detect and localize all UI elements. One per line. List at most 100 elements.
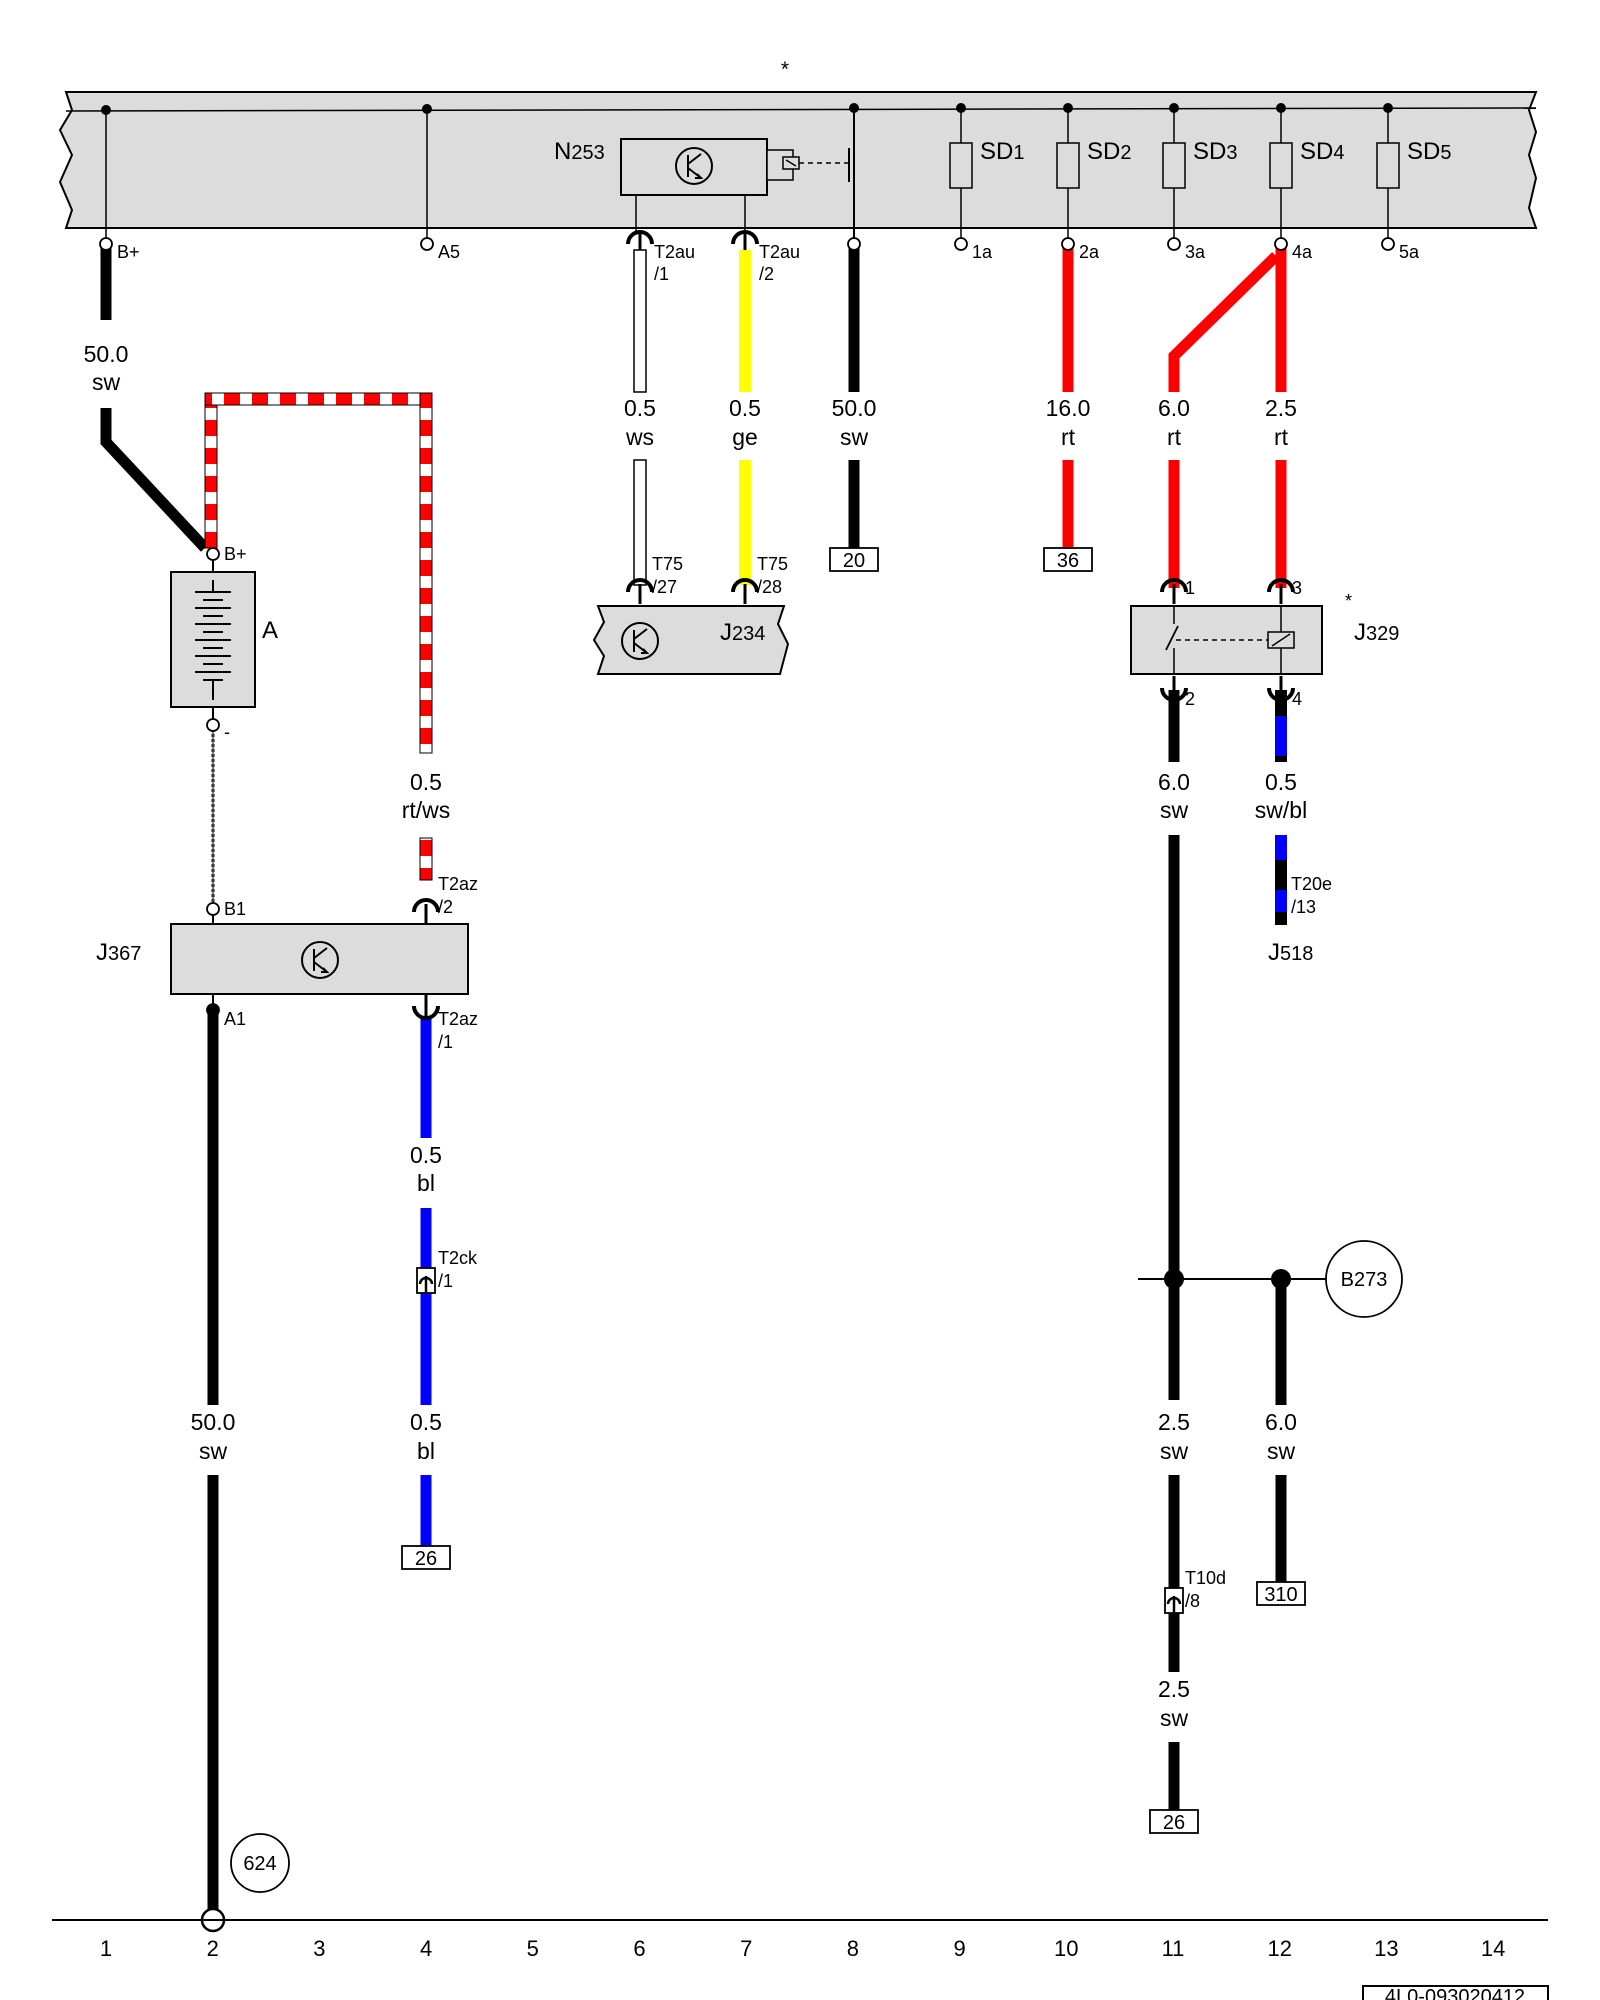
fuse-icon xyxy=(1056,142,1080,189)
n253-label: N xyxy=(554,138,571,165)
svg-text:T2az: T2az xyxy=(438,1009,478,1029)
terminal-a5: A5 xyxy=(438,242,460,262)
fuse-icon xyxy=(1269,142,1293,189)
svg-text:sw: sw xyxy=(840,424,869,450)
ref-36: 36 xyxy=(1057,550,1079,572)
svg-text:bl: bl xyxy=(417,1438,435,1464)
svg-text:T2ck: T2ck xyxy=(438,1248,478,1268)
fuse-icon xyxy=(949,142,973,189)
drawing-id-box: 4L0-093020412 xyxy=(1362,1985,1549,2000)
svg-text:16.0: 16.0 xyxy=(1046,395,1091,421)
svg-text:B1: B1 xyxy=(224,899,246,919)
svg-text:sw: sw xyxy=(1160,1438,1189,1464)
wire-labels: 50.0 sw 0.5 ws 0.5 ge 50.0 sw 16.0 rt 6.… xyxy=(84,341,1308,1731)
svg-text:0.5: 0.5 xyxy=(1265,769,1297,795)
svg-text:SD2: SD2 xyxy=(1087,138,1131,165)
svg-text:T2au: T2au xyxy=(654,242,695,262)
svg-text:ge: ge xyxy=(732,424,758,450)
svg-text:0.5: 0.5 xyxy=(729,395,761,421)
svg-text:0.5: 0.5 xyxy=(410,1409,442,1435)
column-number: 6 xyxy=(633,1936,645,1961)
svg-text:sw: sw xyxy=(199,1438,228,1464)
svg-text:J329: J329 xyxy=(1354,619,1399,646)
j234-label: J xyxy=(720,619,732,646)
svg-text:rt: rt xyxy=(1061,424,1076,450)
svg-text:6.0: 6.0 xyxy=(1265,1409,1297,1435)
column-number: 11 xyxy=(1162,1936,1185,1961)
n253-sub: 253 xyxy=(571,142,604,164)
svg-text:0.5: 0.5 xyxy=(624,395,656,421)
svg-text:50.0: 50.0 xyxy=(84,341,129,367)
battery-a: B+ A - xyxy=(170,544,278,742)
svg-text:/1: /1 xyxy=(438,1032,453,1052)
j518-label: J518 xyxy=(1268,939,1313,966)
svg-text:T75: T75 xyxy=(652,554,683,574)
column-number: 7 xyxy=(740,1936,752,1961)
svg-text:6.0: 6.0 xyxy=(1158,769,1190,795)
terminal-1a: 1a xyxy=(972,242,993,262)
svg-text:50.0: 50.0 xyxy=(191,1409,236,1435)
svg-text:0.5: 0.5 xyxy=(410,769,442,795)
svg-text:/2: /2 xyxy=(438,897,453,917)
box-note-asterisk: * xyxy=(781,58,789,81)
battery-label: A xyxy=(262,617,278,644)
svg-text:T75: T75 xyxy=(757,554,788,574)
n253-component: N253 xyxy=(554,108,855,244)
svg-text:/1: /1 xyxy=(654,264,669,284)
j329-component: 1 3 * J329 2 4 xyxy=(1130,578,1399,709)
connector-j329-1: 1 xyxy=(1160,578,1195,604)
ref-26a: 26 xyxy=(415,1548,437,1570)
svg-text:sw: sw xyxy=(92,369,121,395)
ref-26b: 26 xyxy=(1163,1812,1185,1834)
svg-text:/8: /8 xyxy=(1185,1591,1200,1611)
fuse-icon xyxy=(1376,142,1400,189)
svg-text:2: 2 xyxy=(1185,689,1195,709)
svg-text:4: 4 xyxy=(1292,689,1302,709)
svg-text:rt: rt xyxy=(1167,424,1182,450)
transistor-icon xyxy=(675,147,713,185)
svg-text:-: - xyxy=(224,722,230,742)
svg-text:N253: N253 xyxy=(554,138,605,165)
j367-component: B1 T2az /2 J367 A1 T2az /1 xyxy=(96,874,478,1052)
switch-icon xyxy=(1165,625,1179,651)
svg-text:2.5: 2.5 xyxy=(1158,1409,1190,1435)
column-number: 5 xyxy=(527,1936,539,1961)
svg-text:*: * xyxy=(1345,591,1352,611)
svg-text:sw: sw xyxy=(1267,1438,1296,1464)
svg-text:ws: ws xyxy=(625,424,654,450)
box-terminals: B+ A5 1a 2a 3a 4a 5a T2au /1 T2au /2 xyxy=(99,230,1420,284)
svg-text:/2: /2 xyxy=(759,264,774,284)
terminal-4a: 4a xyxy=(1292,242,1313,262)
column-number: 1 xyxy=(100,1936,112,1961)
j367-label: J xyxy=(96,939,108,966)
terminal-3a: 3a xyxy=(1185,242,1206,262)
column-number: 13 xyxy=(1374,1936,1398,1961)
connector-t2ck-1: T2ck /1 xyxy=(416,1248,478,1294)
svg-text:T20e: T20e xyxy=(1291,874,1332,894)
svg-text:/13: /13 xyxy=(1291,897,1316,917)
svg-text:J367: J367 xyxy=(96,939,141,966)
svg-text:A1: A1 xyxy=(224,1009,246,1029)
svg-text:bl: bl xyxy=(417,1170,435,1196)
svg-text:624: 624 xyxy=(243,1853,276,1875)
terminal-2a: 2a xyxy=(1079,242,1100,262)
svg-text:sw: sw xyxy=(1160,797,1189,823)
svg-text:6.0: 6.0 xyxy=(1158,395,1190,421)
column-number: 4 xyxy=(420,1936,432,1961)
connector-j329-3: 3 xyxy=(1267,578,1302,604)
connector-t2az-2: T2az /2 xyxy=(412,874,478,924)
svg-text:/28: /28 xyxy=(757,577,782,597)
fuse-sd3: SD3 xyxy=(1162,108,1237,244)
svg-text:3: 3 xyxy=(1292,578,1302,598)
transistor-icon xyxy=(621,622,659,660)
svg-text:SD3: SD3 xyxy=(1193,138,1237,165)
fuse-relay-box: * N253 xyxy=(58,58,1538,244)
svg-text:T10d: T10d xyxy=(1185,1568,1226,1588)
ref-20: 20 xyxy=(843,550,865,572)
reference-boxes: 20 36 26 310 26 xyxy=(401,547,1306,1834)
svg-text:2.5: 2.5 xyxy=(1158,1676,1190,1702)
fuse-sd4: SD4 xyxy=(1269,108,1344,244)
column-number: 12 xyxy=(1267,1936,1291,1961)
